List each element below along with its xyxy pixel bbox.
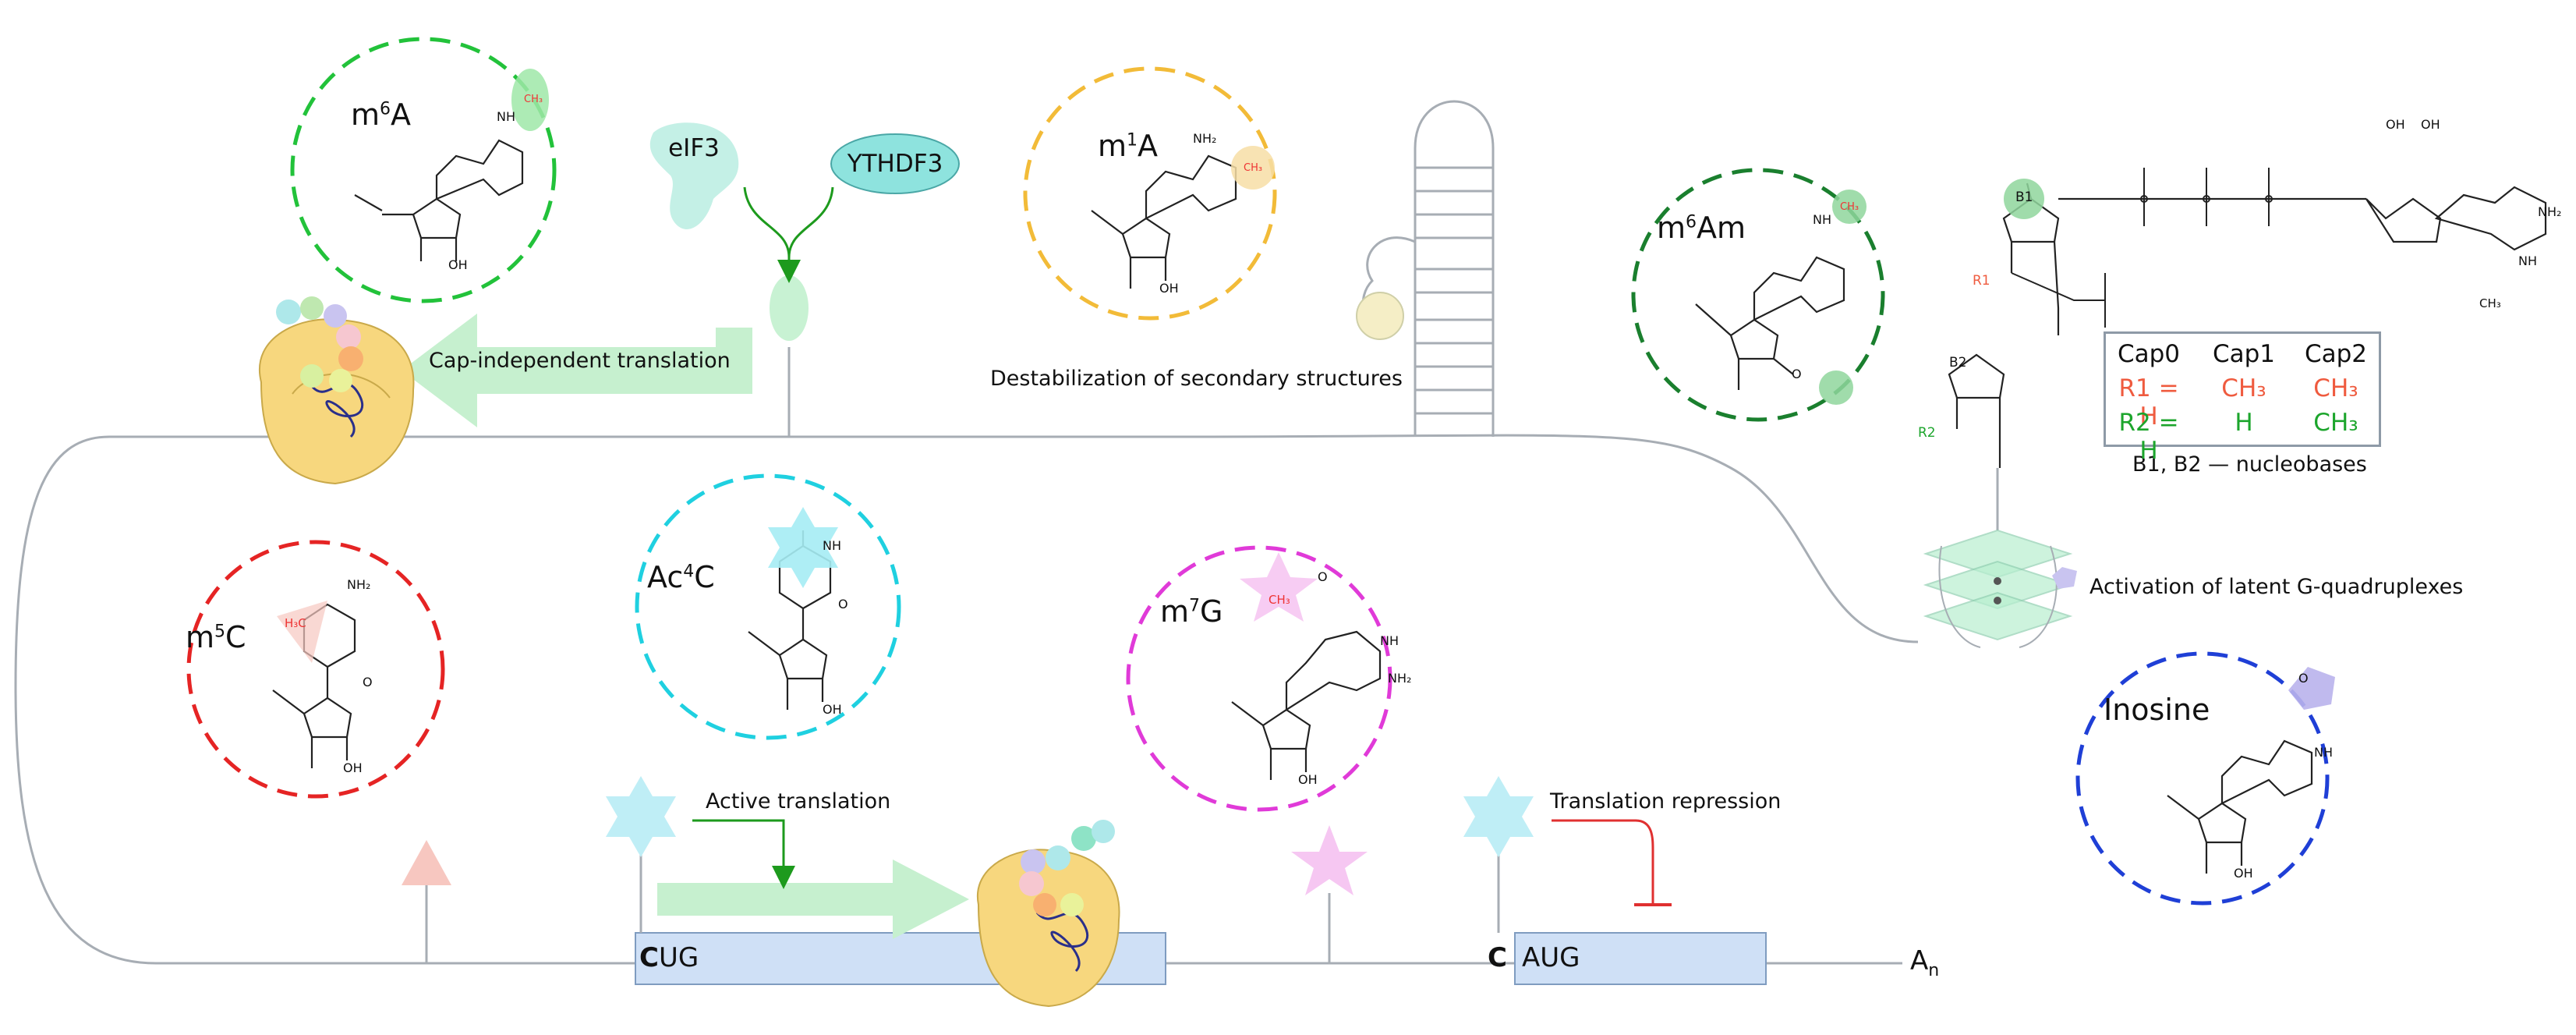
m5c-label: m5C xyxy=(186,620,246,654)
cap-table-r1-cap1: CH₃ xyxy=(2221,374,2266,402)
hairpin-bulge-circle xyxy=(1356,292,1404,340)
cap-table-header-cap0: Cap0 xyxy=(2117,340,2181,368)
chem-label-m5c-h3c: H₃C xyxy=(285,616,306,630)
chem-label-cap-ch3: CH₃ xyxy=(2479,296,2501,310)
m7g-circle xyxy=(1126,545,1392,812)
stem-marker-oval xyxy=(770,275,809,341)
chem-label-cap-b2: B2 xyxy=(1949,355,1967,370)
chem-label-m6am-ch3: CH₃ xyxy=(1840,201,1859,213)
active-translation-small-arrow xyxy=(692,819,795,889)
m5c-ch3-highlight xyxy=(277,601,327,663)
m5c-circle xyxy=(186,540,445,799)
g-quadruplex-note: Activation of latent G-quadruplexes xyxy=(2089,575,2464,599)
cap-table-r1-cap2: CH₃ xyxy=(2313,374,2358,402)
ac4c-circle xyxy=(635,473,901,740)
aug-marker-star xyxy=(1463,776,1534,857)
polya-label: An xyxy=(1910,945,1940,980)
m1a-ch3-highlight xyxy=(1231,146,1275,190)
chem-label-m6a-ch3: CH₃ xyxy=(524,94,543,105)
inosine-circle xyxy=(2075,651,2330,906)
chem-label-m1a-ch3: CH₃ xyxy=(1244,162,1263,174)
ac4c-label: Ac4C xyxy=(647,560,715,594)
chem-label-m6a-oh: OH xyxy=(448,257,468,272)
chem-label-m1a-nh2: NH₂ xyxy=(1193,131,1217,146)
ythdf3-protein xyxy=(830,133,960,194)
m6a-ch3-highlight xyxy=(511,69,549,131)
chem-label-m6a-nh: NH xyxy=(497,109,515,124)
active-translation-arrow xyxy=(657,860,969,939)
chem-label-inosine-oh: OH xyxy=(2234,866,2253,881)
cap-table-r1-label: R1 = H xyxy=(2118,374,2179,431)
inosine-highlight xyxy=(2288,667,2335,710)
ribosome-bottom xyxy=(976,820,1120,1008)
chem-structures xyxy=(272,139,2547,874)
m6a-label: m6A xyxy=(351,97,412,132)
chem-label-m5c-nh2: NH₂ xyxy=(347,577,371,592)
cap-table-r2-cap2: CH₃ xyxy=(2313,409,2358,437)
cap-independent-note: Cap-independent translation xyxy=(429,349,731,373)
ac4c-highlight-star xyxy=(768,507,838,588)
eif3-protein xyxy=(649,122,739,229)
cug-label: CUG xyxy=(639,942,699,973)
chem-label-ac4c-o: O xyxy=(838,597,848,611)
chem-label-m1a-oh: OH xyxy=(1159,281,1179,296)
m7g-ch3-highlight xyxy=(1240,552,1318,622)
cap-table: Cap0 Cap1 Cap2 R1 = H CH₃ CH₃ R2 = H H C… xyxy=(2104,331,2381,465)
destabilization-note: Destabilization of secondary structures xyxy=(990,367,1403,391)
chem-label-m5c-oh: OH xyxy=(343,760,363,775)
b1-highlight xyxy=(2004,179,2044,219)
chem-label-m7g-nh2: NH₂ xyxy=(1388,671,1412,686)
m6am-label: m6Am xyxy=(1657,211,1746,245)
m5c-marker-triangle xyxy=(402,840,451,885)
chem-label-m6am-nh: NH xyxy=(1813,212,1831,227)
chem-label-m7g-o: O xyxy=(1318,569,1328,584)
cap-table-header-cap2: Cap2 xyxy=(2304,340,2368,368)
m6am-ch3-highlight-2 xyxy=(1819,370,1853,405)
active-translation-note: Active translation xyxy=(706,789,891,813)
m6a-circle xyxy=(290,37,557,303)
ac4c-marker-star xyxy=(606,776,676,857)
chem-label-m6am-o: O xyxy=(1792,367,1802,381)
cap-table-r2-cap1: H xyxy=(2235,409,2253,437)
chem-label-cap-nh2: NH₂ xyxy=(2538,204,2562,219)
cap-table-header-cap1: Cap1 xyxy=(2212,340,2276,368)
m6am-ch3-highlight-1 xyxy=(1832,190,1867,224)
nucleobases-note: B1, B2 — nucleobases xyxy=(2132,452,2367,477)
m7g-label: m7G xyxy=(1160,594,1223,629)
cap-table-r2-label: R2 = H xyxy=(2118,409,2179,465)
m7g-marker-star xyxy=(1291,825,1368,895)
y-arrow xyxy=(743,186,834,258)
m6am-circle xyxy=(1631,168,1885,422)
ribosome-top xyxy=(259,296,415,485)
inosine-label: Inosine xyxy=(2104,693,2210,727)
mrna-line xyxy=(14,434,1919,965)
chem-label-m5c-o: O xyxy=(363,675,373,689)
cap-phosphates xyxy=(2011,168,2273,328)
ythdf3-label: YTHDF3 xyxy=(847,150,943,178)
chem-label-ac4c-oh: OH xyxy=(823,702,842,717)
chem-label-m7g-oh: OH xyxy=(1298,772,1318,787)
chem-label-cap-b1: B1 xyxy=(2015,190,2033,205)
translation-repression-note: Translation repression xyxy=(1550,789,1782,813)
chem-label-cap-nh: NH xyxy=(2518,253,2537,268)
chem-label-inosine-nh: NH xyxy=(2314,745,2333,760)
m1a-circle xyxy=(1023,66,1277,321)
orf-aug xyxy=(1514,932,1767,985)
chem-label-m7g-nh: NH xyxy=(1380,633,1399,648)
aug-label: AUG xyxy=(1522,942,1580,973)
chem-label-cap-oh2: OH xyxy=(2421,117,2440,132)
chem-label-cap-r2: R2 xyxy=(1918,425,1936,441)
chem-label-cap-oh1: OH xyxy=(2386,117,2405,132)
m1a-label: m1A xyxy=(1098,129,1159,163)
chem-label-inosine-o: O xyxy=(2298,671,2309,686)
chem-label-cap-r1: R1 xyxy=(1973,273,1990,289)
cap-independent-arrow xyxy=(402,314,752,427)
aug-start-c: C xyxy=(1488,942,1507,973)
chem-label-m7g-ch3: CH₃ xyxy=(1269,593,1290,607)
eif3-label: eIF3 xyxy=(668,134,720,162)
chem-label-ac4c-nh: NH xyxy=(823,538,841,553)
repression-arrow xyxy=(1552,819,1654,905)
g-quadruplex xyxy=(1923,468,2077,648)
